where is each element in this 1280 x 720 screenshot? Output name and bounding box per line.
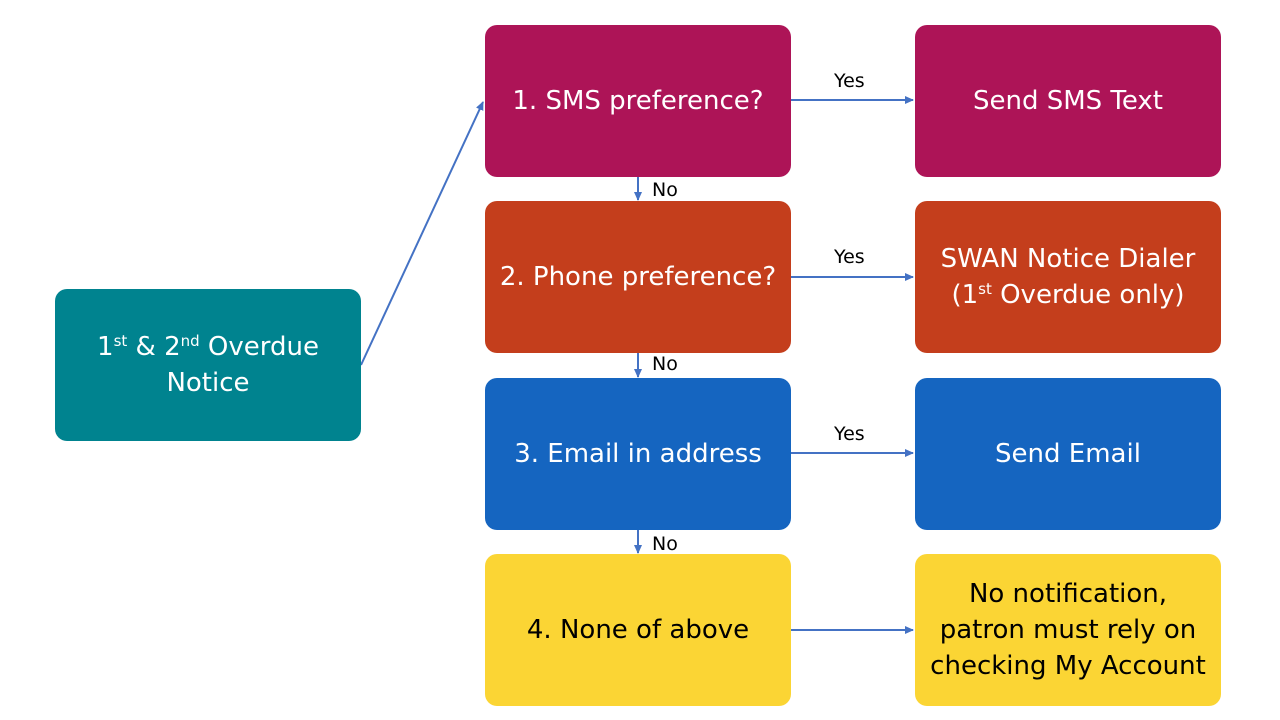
result-node-no-notification: No notification, patron must rely on che… — [915, 554, 1221, 706]
no-label-q3: No — [652, 533, 678, 555]
result-node-line2: patron must rely on — [939, 615, 1197, 645]
result-node-line2: (1st Overdue only) — [951, 280, 1185, 310]
result-node-label: Send SMS Text — [972, 86, 1164, 116]
no-label-q2: No — [652, 353, 678, 375]
decision-node-label: 4. None of above — [526, 615, 750, 645]
arrow-start-to-q1 — [360, 101, 484, 366]
decision-node-label: 3. Email in address — [514, 439, 762, 469]
no-label-q1: No — [652, 179, 678, 201]
decision-node-label: 1. SMS preference? — [512, 86, 764, 116]
decision-node-sms-preference: 1. SMS preference? — [485, 25, 791, 177]
result-node-label: Send Email — [995, 439, 1141, 469]
decision-node-email-in-address: 3. Email in address — [485, 378, 791, 530]
yes-label-q3: Yes — [834, 423, 865, 445]
start-node-line1: 1st & 2nd Overdue — [97, 332, 319, 362]
result-node-notice-dialer: SWAN Notice Dialer (1st Overdue only) — [915, 201, 1221, 353]
decision-node-none-of-above: 4. None of above — [485, 554, 791, 706]
start-node-overdue-notice: 1st & 2nd Overdue Notice — [55, 289, 361, 441]
result-node-line1: No notification, — [968, 579, 1168, 609]
decision-node-label: 2. Phone preference? — [499, 262, 777, 292]
result-node-line1: SWAN Notice Dialer — [940, 244, 1196, 274]
yes-label-q2: Yes — [834, 246, 865, 268]
yes-label-q1: Yes — [834, 70, 865, 92]
decision-node-phone-preference: 2. Phone preference? — [485, 201, 791, 353]
start-node-line2: Notice — [166, 368, 250, 398]
result-node-send-sms: Send SMS Text — [915, 25, 1221, 177]
result-node-send-email: Send Email — [915, 378, 1221, 530]
result-node-line3: checking My Account — [930, 651, 1206, 681]
